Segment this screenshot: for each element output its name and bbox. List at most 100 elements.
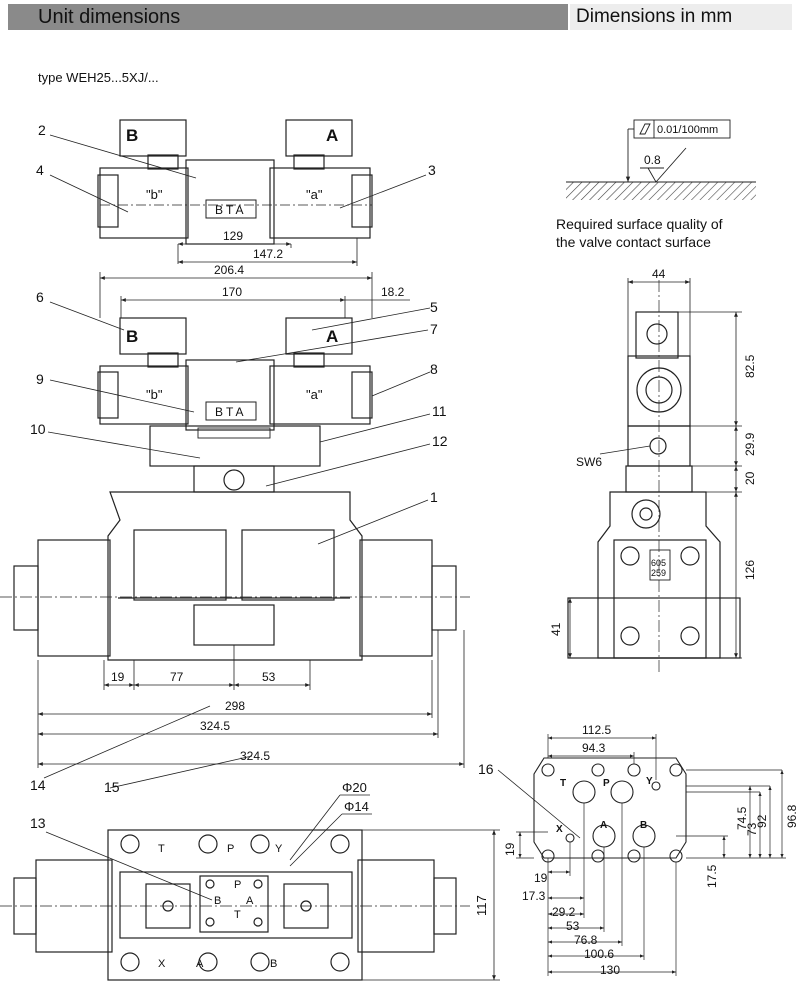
callout-11: 11 [432, 403, 447, 419]
surface-note-line-2: the valve contact surface [556, 234, 711, 250]
dim-129: 129 [223, 229, 243, 243]
dim-112-5: 112.5 [582, 723, 611, 737]
callout-numbers: 2 4 3 6 5 7 9 8 10 11 12 1 13 14 15 16 [30, 122, 494, 831]
dim-206-4: 206.4 [214, 263, 244, 277]
dim-19-mount: 19 [503, 842, 517, 856]
mounting-port-labels: T P Y X A B [556, 776, 653, 835]
solenoid-a [269, 167, 371, 239]
header-bar: Unit dimensions Dimensions in mm [8, 4, 792, 30]
plan-view-port-labels: T P Y X A B B P A T [158, 843, 283, 970]
type-label: type WEH25...5XJ/... [38, 70, 159, 85]
side-view [567, 280, 741, 672]
header-units-band: Dimensions in mm [570, 4, 792, 30]
dim-147-2: 147.2 [253, 247, 283, 261]
plate-code-1: 605 [651, 558, 666, 568]
callout-14: 14 [30, 777, 46, 793]
dim-20: 20 [743, 471, 757, 485]
dim-phi14: Φ14 [344, 799, 369, 814]
callout-leaders [43, 134, 581, 901]
dim-82-5: 82.5 [743, 354, 757, 378]
side-view-dimensions [568, 278, 742, 659]
dim-100-6: 100.6 [584, 947, 614, 961]
plan-view-dimensions [289, 794, 500, 981]
top-view-dimensions [177, 238, 358, 266]
units-note: Dimensions in mm [576, 6, 733, 27]
solenoid-a-label: "a" [306, 187, 323, 202]
plan-port-b-inner: B [214, 895, 221, 907]
callout-16: 16 [478, 761, 494, 777]
port-a-label-2: A [326, 327, 338, 346]
plan-port-a: A [196, 958, 204, 970]
dim-126: 126 [743, 560, 757, 580]
dim-19-mount-b: 19 [534, 871, 548, 885]
dim-29-2: 29.2 [552, 905, 576, 919]
plan-port-a-inner: A [246, 895, 254, 907]
dim-117: 117 [474, 895, 489, 916]
flatness-value: 0.01/100mm [657, 124, 718, 136]
dim-77: 77 [170, 670, 184, 684]
roughness-value: 0.8 [644, 153, 661, 167]
header-title-band: Unit dimensions [8, 4, 568, 30]
dim-17-5: 17.5 [705, 864, 719, 888]
front-view-dimensions [37, 272, 465, 768]
surface-note-line-1: Required surface quality of [556, 216, 723, 232]
callout-3: 3 [428, 162, 436, 178]
brand-label-2: BTA [215, 405, 246, 419]
dim-phi20: Φ20 [342, 780, 367, 795]
plan-port-t-inner: T [234, 909, 241, 921]
plan-port-p: P [227, 843, 234, 855]
dim-29-9: 29.9 [743, 432, 757, 456]
surface-quality-note: 0.01/100mm 0.8 Required surface quality … [556, 119, 756, 250]
dim-92: 92 [755, 814, 769, 828]
plan-port-x: X [158, 958, 166, 970]
port-a-label: A [326, 126, 338, 145]
page-title: Unit dimensions [38, 6, 181, 28]
port-b-label-2: B [126, 327, 138, 346]
mount-port-y: Y [646, 776, 653, 787]
dim-17-3: 17.3 [522, 889, 546, 903]
mounting-dimensions [516, 734, 786, 976]
plan-port-p-inner: P [234, 879, 241, 891]
dim-96-8: 96.8 [785, 804, 799, 828]
dim-53: 53 [262, 670, 276, 684]
dim-298: 298 [225, 699, 245, 713]
dim-324-5-a: 324.5 [200, 719, 230, 733]
mount-port-x: X [556, 824, 563, 835]
plan-port-y: Y [275, 843, 283, 855]
mount-port-p: P [603, 778, 610, 789]
side-view-dim-text: 44 82.5 29.9 20 126 41 SW6 [549, 267, 757, 636]
dim-41: 41 [549, 622, 563, 636]
front-view-labels: B A "b" "a" BTA [126, 327, 338, 419]
callout-6: 6 [36, 289, 44, 305]
mount-port-b: B [640, 820, 647, 831]
callout-10: 10 [30, 421, 46, 437]
callout-7: 7 [430, 321, 438, 337]
callout-13: 13 [30, 815, 46, 831]
top-view [97, 119, 373, 245]
mount-port-t: T [560, 778, 566, 789]
dim-44: 44 [652, 267, 666, 281]
side-view-plate-codes: 605 259 [651, 558, 666, 578]
solenoid-b [99, 167, 189, 239]
solenoid-b-label: "b" [146, 187, 163, 202]
callout-9: 9 [36, 371, 44, 387]
dim-19: 19 [111, 670, 125, 684]
top-view-labels: B A "b" "a" BTA [126, 126, 338, 217]
callout-1: 1 [430, 489, 438, 505]
brand-label: BTA [215, 203, 246, 217]
dim-170: 170 [222, 285, 242, 299]
callout-4: 4 [36, 162, 44, 178]
mount-port-a: A [600, 820, 607, 831]
dim-94-3: 94.3 [582, 741, 606, 755]
connector-b [119, 119, 187, 157]
callout-2: 2 [38, 122, 46, 138]
dim-130: 130 [600, 963, 620, 977]
dim-324-5-b: 324.5 [240, 749, 270, 763]
connector-a [285, 119, 353, 157]
port-b-label: B [126, 126, 138, 145]
plan-view-dim-text: Φ20 Φ14 117 [342, 780, 489, 916]
solenoid-a-label-2: "a" [306, 387, 323, 402]
front-view-dim-text: 206.4 170 18.2 19 77 53 298 324.5 324.5 [111, 263, 405, 763]
plan-port-t: T [158, 843, 165, 855]
